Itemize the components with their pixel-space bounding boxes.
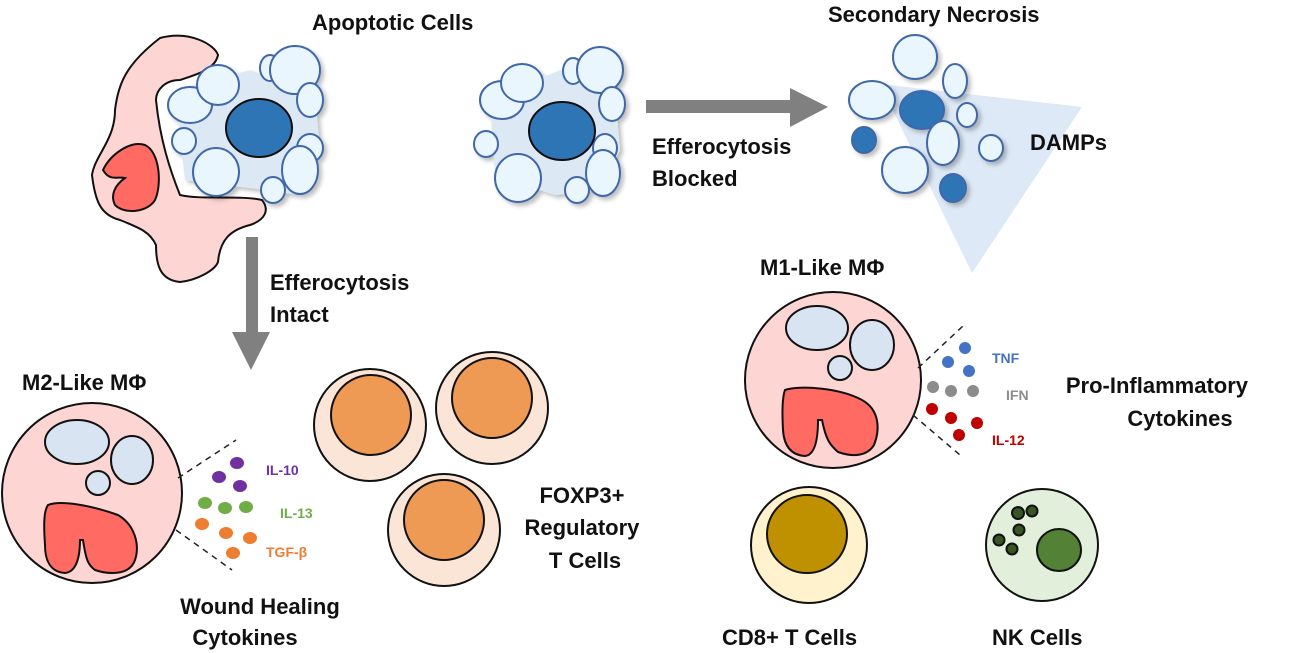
m2-cytokine-callout: IL-10 IL-13 TGF-β	[175, 439, 313, 571]
tnf-dots	[942, 342, 975, 377]
cd8-t-cell	[750, 486, 868, 604]
m1-macrophage	[744, 291, 922, 469]
engulfing-macrophage-body	[90, 34, 267, 284]
m2-macrophage	[1, 402, 183, 584]
engulfing-macrophage-nucleus	[101, 143, 160, 212]
m1-macrophage-nucleus	[781, 386, 879, 458]
apoptotic-cells-label: Apoptotic Cells	[312, 10, 473, 35]
m1-cytokine-label-0: TNF	[992, 350, 1020, 366]
efferocytosis-intact-label: Efferocytosis Intact	[270, 270, 416, 327]
m2-macrophage-label: M2-Like MΦ	[22, 370, 146, 395]
secondary-necrosis-label: Secondary Necrosis	[828, 2, 1040, 27]
treg-label: FOXP3+ Regulatory T Cells	[524, 483, 645, 573]
efferocytosis-intact-arrow	[232, 237, 270, 370]
il10-dots	[212, 457, 247, 492]
m1-cytokine-callout: TNF IFN IL-12	[912, 325, 1029, 456]
efferocytosis-blocked-label: Efferocytosis Blocked	[652, 134, 798, 191]
nk-cell	[985, 488, 1099, 602]
m1-cytokine-label-2: IL-12	[992, 432, 1025, 448]
apoptotic-cell-engulfed	[167, 45, 324, 204]
nk-label: NK Cells	[992, 625, 1082, 650]
m2-cytokine-label-2: TGF-β	[266, 544, 308, 560]
treg-cell	[313, 368, 427, 482]
m1-macrophage-label: M1-Like MΦ	[760, 255, 884, 280]
apoptotic-nucleus	[225, 98, 293, 158]
apoptotic-cell	[473, 46, 626, 204]
tgfb-dots	[195, 518, 257, 559]
apoptotic-nucleus	[528, 101, 596, 161]
m1-cytokine-label-1: IFN	[1006, 387, 1029, 403]
m2-macrophage-nucleus	[43, 502, 138, 575]
wound-healing-label: Wound Healing Cytokines	[180, 594, 346, 650]
ifn-dots	[927, 381, 979, 397]
damps-label: DAMPs	[1030, 130, 1107, 155]
necrotic-cell-fragments	[848, 34, 1004, 203]
m2-cytokine-label-1: IL-13	[280, 505, 313, 521]
m2-cytokine-label-0: IL-10	[266, 462, 299, 478]
treg-cell	[435, 351, 549, 465]
il13-dots	[198, 497, 253, 514]
pro-inflammatory-label: Pro-Inflammatory Cytokines	[1066, 373, 1254, 431]
treg-cells	[313, 351, 549, 587]
cd8-label: CD8+ T Cells	[722, 625, 857, 650]
treg-cell	[387, 473, 501, 587]
efferocytosis-blocked-arrow	[646, 88, 828, 127]
engulfing-macrophage	[90, 34, 267, 284]
il12-dots	[926, 403, 983, 441]
